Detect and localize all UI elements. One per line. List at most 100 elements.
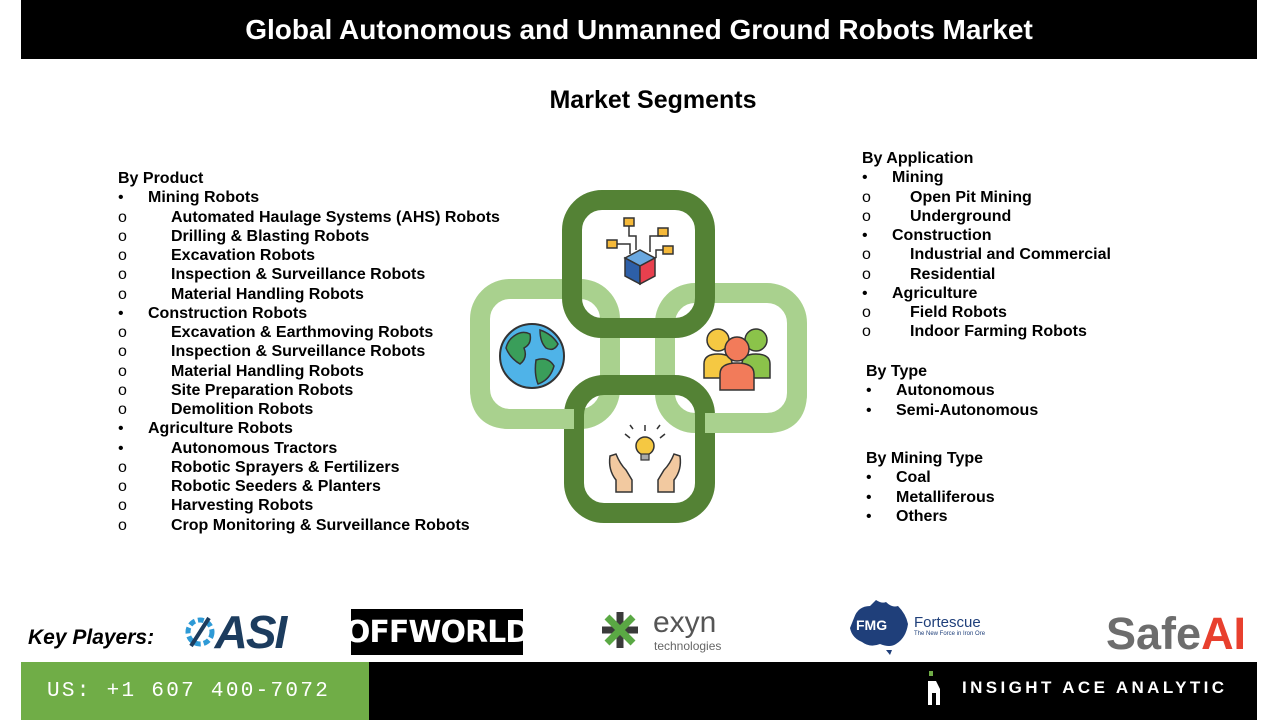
bullet-marker: o (118, 227, 127, 245)
insight-ace-mark-icon (928, 671, 940, 705)
by-product-item-label: Excavation Robots (171, 247, 316, 264)
by-application-item: •Mining (862, 168, 973, 187)
by-application-item-label: Field Robots (910, 304, 1007, 321)
by-application-item-label: Mining (892, 169, 944, 187)
bullet-marker: o (862, 265, 871, 283)
asi-gear-icon (185, 616, 215, 647)
bullet-marker: o (118, 362, 127, 380)
people-group-icon (703, 328, 771, 391)
by-product-item-label: Robotic Seeders & Planters (171, 478, 381, 495)
bullet-marker: o (118, 208, 127, 226)
by-mining-type-item: •Coal (866, 468, 983, 487)
by-product-item: •Agriculture Robots (118, 419, 293, 438)
by-mining-type-item: •Metalliferous (866, 488, 995, 507)
bullet-marker: o (118, 324, 127, 341)
by-product-item-label: Crop Monitoring & Surveillance Robots (171, 516, 470, 534)
by-product-item: o Inspection & Surveillance Robots (118, 265, 425, 284)
by-application-item-label: Open Pit Mining (910, 188, 1032, 206)
by-application-item: • Construction (862, 226, 992, 245)
hands-lightbulb-icon (608, 424, 682, 493)
australia-map-icon: FMG (850, 600, 908, 655)
by-mining-type-list: By Mining Type •Coal•Metalliferous• Other… (866, 449, 995, 526)
bullet-marker: o (118, 478, 127, 495)
asi-logo-text: ASI (214, 605, 288, 658)
key-players-label: Key Players: (28, 626, 155, 649)
by-product-item: o Excavation & Earthmoving Robots (118, 323, 433, 342)
bullet-marker: o (118, 266, 127, 284)
exyn-logo: exyn technologies (598, 604, 738, 654)
bullet-marker: • (866, 382, 872, 400)
by-product-item-label: Agriculture Robots (148, 420, 293, 438)
network-cube-icon (606, 217, 674, 286)
by-product-item: o Automated Haulage Systems (AHS) Robots (118, 208, 500, 227)
bullet-marker: o (862, 323, 871, 341)
by-product-item-label: Inspection & Surveillance Robots (171, 266, 426, 284)
asi-logo: ASI (172, 603, 298, 660)
fmg-logo-name: Fortescue (914, 614, 981, 631)
by-product-item-label: Automated Haulage Systems (AHS) Robots (171, 208, 500, 226)
bullet-marker: • (118, 304, 124, 322)
by-product-item: o Robotic Seeders & Planters (118, 477, 381, 496)
by-application-item-label: Construction (892, 227, 992, 244)
footer-phone: US: +1 607 400-7072 (47, 679, 331, 703)
by-product-item: o Drilling & Blasting Robots (118, 227, 369, 246)
by-product-item-label: Site Preparation Robots (171, 381, 354, 399)
by-mining-type-item-label: Others (896, 507, 948, 525)
by-mining-type-item-label: Coal (896, 469, 931, 487)
globe-icon (499, 323, 565, 389)
bullet-marker: • (866, 507, 872, 525)
by-product-item-label: Excavation & Earthmoving Robots (171, 324, 434, 341)
by-application-item: o Field Robots (862, 303, 1007, 322)
by-application-item: •Agriculture (862, 284, 977, 303)
by-product-item-label: Material Handling Robots (171, 285, 364, 303)
by-product-item-label: Robotic Sprayers & Fertilizers (171, 458, 400, 476)
by-product-item-label: Drilling & Blasting Robots (171, 227, 370, 245)
bullet-marker: • (118, 439, 124, 457)
by-mining-type-heading: By Mining Type (866, 450, 984, 467)
by-product-item: o Demolition Robots (118, 400, 313, 419)
page-title: Global Autonomous and Unmanned Ground Ro… (245, 13, 1033, 45)
segments-chain-graphic (470, 190, 807, 523)
by-type-item: •Semi-Autonomous (866, 401, 1038, 420)
by-application-item-label: Industrial and Commercial (910, 246, 1111, 264)
by-product-item: •Construction Robots (118, 304, 307, 323)
bullet-marker: o (118, 401, 127, 418)
by-product-item: •Autonomous Tractors (118, 439, 337, 458)
bullet-marker: • (862, 227, 868, 244)
bullet-marker: o (118, 516, 127, 534)
by-type-heading: By Type (866, 363, 928, 380)
section-subtitle: Market Segments (549, 86, 757, 114)
chain-link-bottom (564, 375, 715, 523)
exyn-logo-sub: technologies (654, 639, 722, 653)
footer-bar (369, 662, 1257, 720)
by-application-item-label: Residential (910, 265, 996, 283)
bullet-marker: o (118, 458, 127, 476)
by-type-item-label: Semi-Autonomous (896, 401, 1039, 419)
bullet-marker: o (862, 304, 871, 321)
chain-link-top (562, 190, 715, 338)
by-type-item: •Autonomous (866, 381, 995, 400)
fmg-logo-sub: The New Force in Iron Ore (914, 631, 986, 637)
by-mining-type-item-label: Metalliferous (896, 488, 995, 506)
bullet-marker: o (862, 188, 871, 206)
by-application-item: o Residential (862, 265, 995, 284)
brand-logo: INSIGHT ACE ANALYTIC (926, 671, 1227, 705)
by-product-item-label: Demolition Robots (171, 401, 314, 418)
fmg-mark-text: FMG (856, 617, 887, 633)
title-bar: Global Autonomous and Unmanned Ground Ro… (21, 0, 1257, 59)
fmg-logo: FMG Fortescue The New Force in Iron Ore (846, 598, 991, 656)
bullet-marker: • (118, 189, 124, 207)
footer-phone-box: US: +1 607 400-7072 (21, 662, 369, 720)
by-product-item-label: Harvesting Robots (171, 497, 314, 515)
by-application-heading: By Application (862, 150, 974, 167)
